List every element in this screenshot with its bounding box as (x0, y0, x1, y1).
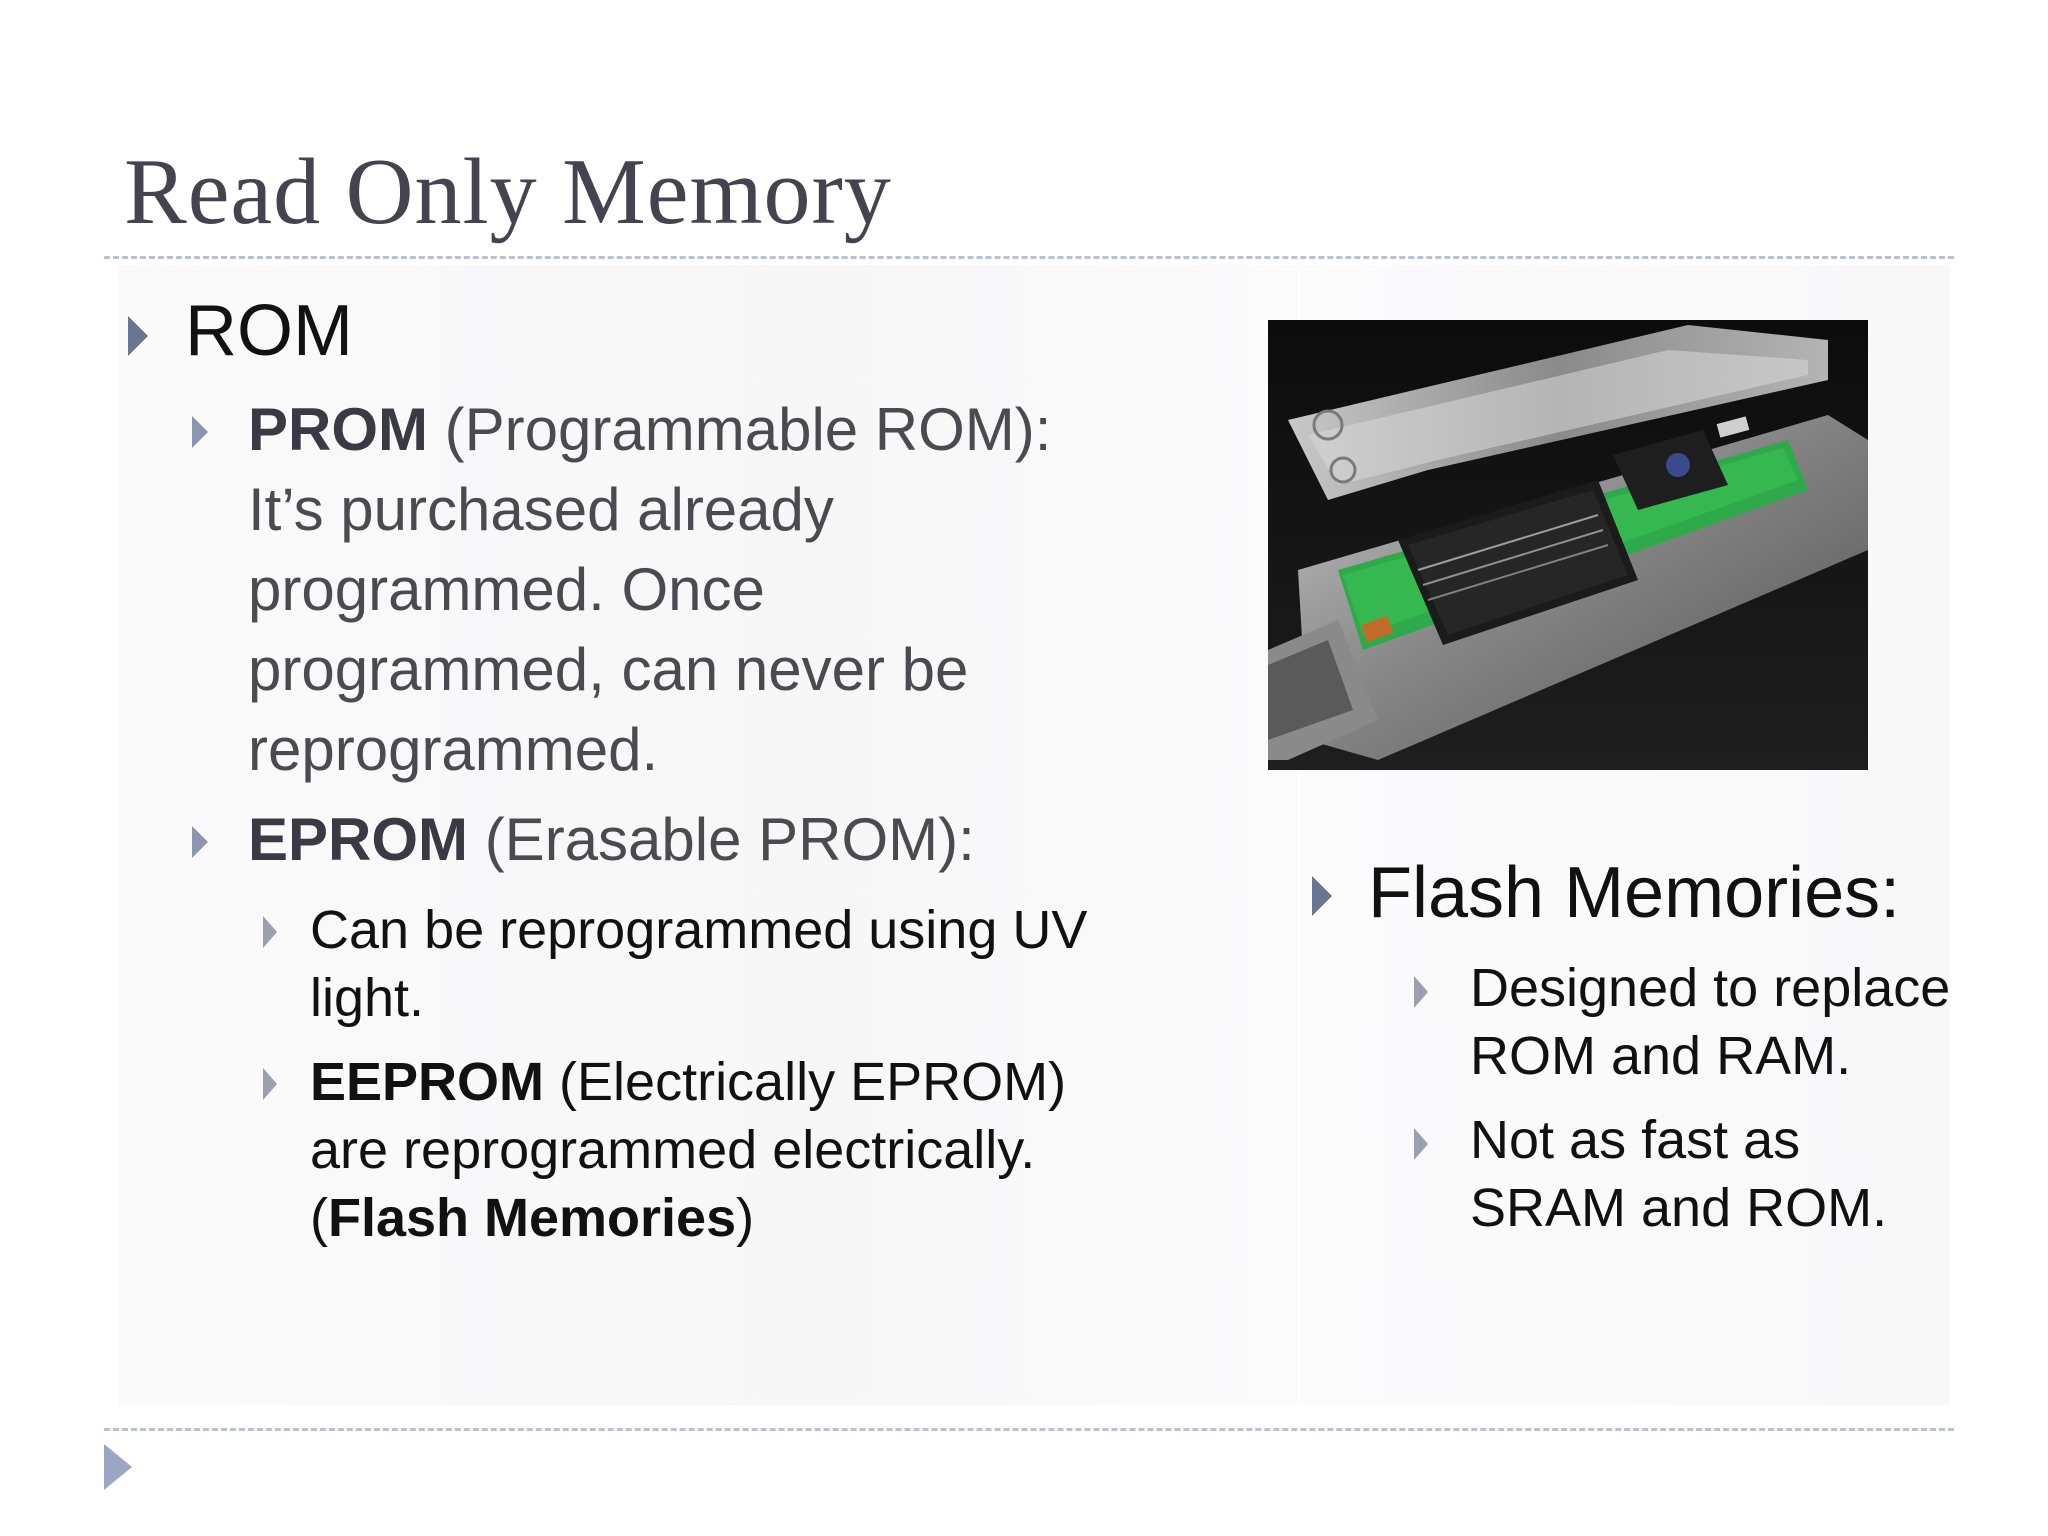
title-divider (104, 256, 1954, 259)
paren-open: ( (310, 1188, 328, 1248)
bullet-triangle-icon (128, 316, 148, 356)
footer-divider (104, 1428, 1954, 1431)
eeprom-definition: (Electrically EPROM) (544, 1052, 1067, 1112)
rom-heading: ROM (185, 291, 353, 371)
bullet-triangle-icon (192, 826, 208, 858)
flash-point-1-line-2: ROM and RAM. (1470, 1026, 1852, 1086)
eprom-term: EPROM (248, 806, 469, 873)
prom-line-4: programmed, can never be (248, 636, 969, 703)
bullet-triangle-icon (192, 416, 208, 448)
uv-line-1: Can be reprogrammed using UV (310, 900, 1088, 960)
prom-line-5: reprogrammed. (248, 716, 659, 783)
uv-line-2: light. (310, 968, 425, 1028)
eeprom-line-1: EEPROM (Electrically EPROM) (310, 1048, 1066, 1116)
prom-line-2: It’s purchased already (248, 476, 834, 543)
flash-point-2-line-2: SRAM and ROM. (1470, 1178, 1888, 1238)
prom-item: PROM (Programmable ROM): It’s purchased … (248, 390, 1051, 790)
eprom-item: EPROM (Erasable PROM): (248, 800, 975, 880)
slide-title: Read Only Memory (124, 140, 892, 244)
prom-term: PROM (248, 396, 428, 463)
eeprom-point: EEPROM (Electrically EPROM) are reprogra… (310, 1048, 1066, 1252)
content-background-left (118, 265, 1298, 1405)
bullet-triangle-icon (1414, 976, 1428, 1008)
flash-drive-photo (1268, 320, 1868, 770)
bullet-triangle-icon (1414, 1128, 1428, 1160)
flash-heading: Flash Memories: (1368, 853, 1901, 933)
eeprom-line-2: are reprogrammed electrically. (310, 1120, 1036, 1180)
bullet-triangle-icon (263, 916, 277, 948)
bullet-triangle-icon (263, 1068, 277, 1100)
eeprom-term: EEPROM (310, 1052, 545, 1112)
bullet-triangle-icon (1312, 876, 1332, 916)
prom-line-1: PROM (Programmable ROM): (248, 390, 1051, 470)
flash-point-1: Designed to replace ROM and RAM. (1470, 954, 1950, 1090)
flash-point-2-line-1: Not as fast as (1470, 1110, 1801, 1170)
slide-corner-triangle-icon (104, 1444, 132, 1490)
eprom-definition: (Erasable PROM): (468, 806, 975, 873)
flash-point-1-line-1: Designed to replace (1470, 958, 1951, 1018)
prom-definition: (Programmable ROM): (428, 396, 1052, 463)
flash-point-2: Not as fast as SRAM and ROM. (1470, 1106, 1887, 1242)
flash-memories-term: Flash Memories (327, 1188, 737, 1248)
eeprom-line-3: (Flash Memories) (310, 1184, 1066, 1252)
uv-point: Can be reprogrammed using UV light. (310, 896, 1087, 1032)
paren-close: ) (736, 1188, 755, 1248)
prom-line-3: programmed. Once (248, 556, 765, 623)
